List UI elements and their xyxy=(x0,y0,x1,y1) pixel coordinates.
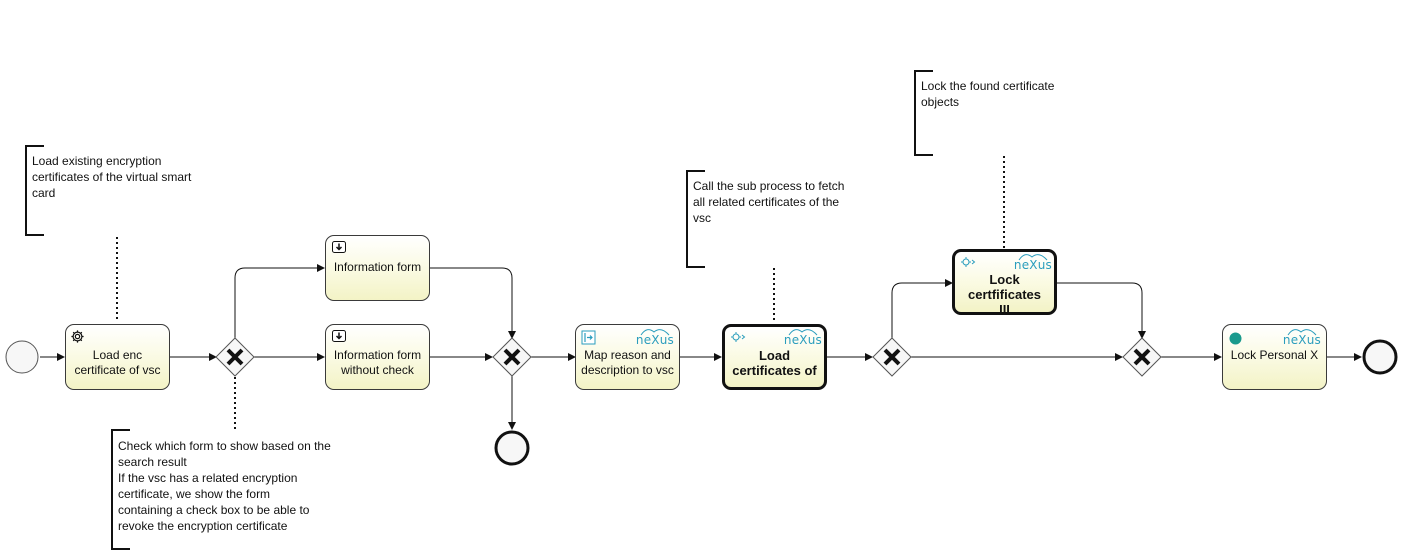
annotation-brackets xyxy=(25,70,933,550)
annotation-check-form: Check which form to show based on the se… xyxy=(118,439,331,533)
subprocess-icon xyxy=(731,332,746,342)
subprocess-lock-certificates[interactable]: neXus Lock certfificates III xyxy=(952,249,1057,315)
end-event-form[interactable] xyxy=(494,430,530,466)
nexus-label: neXus xyxy=(1013,258,1052,272)
task-label: Map reason and description to vsc xyxy=(581,348,674,377)
gateway-x-icon[interactable] xyxy=(492,337,532,377)
nexus-logo: neXus xyxy=(783,329,822,348)
task-label: Information form without check xyxy=(333,348,422,377)
subprocess-icon xyxy=(961,257,976,267)
task-label: Lock certfificates III xyxy=(968,272,1041,315)
sequence-flows xyxy=(40,264,1362,430)
task-label: Load enc certificate of vsc xyxy=(74,348,161,377)
gateway-x-icon[interactable] xyxy=(215,337,255,377)
task-information-form[interactable]: Information form xyxy=(325,235,430,301)
task-load-enc-certificate[interactable]: Load enc certificate of vsc xyxy=(65,324,170,390)
nexus-logo: neXus xyxy=(635,329,674,348)
nexus-label: neXus xyxy=(783,333,822,347)
nexus-logo: neXus xyxy=(1282,329,1321,348)
task-map-reason[interactable]: neXus Map reason and description to vsc xyxy=(575,324,680,390)
gear-icon xyxy=(71,330,84,343)
subprocess-load-certificates[interactable]: neXus Load certificates of xyxy=(722,324,827,390)
nexus-label: neXus xyxy=(1282,333,1321,347)
task-label: Information form xyxy=(333,260,422,274)
task-label: Lock Personal X xyxy=(1230,348,1319,362)
circle-event-icon xyxy=(1229,332,1242,345)
nexus-label: neXus xyxy=(635,333,674,347)
annotation-lock-found: Lock the found certificate objects xyxy=(921,79,1055,109)
annotation-load-existing: Load existing encryption certificates of… xyxy=(32,154,192,200)
nexus-logo: neXus xyxy=(1013,254,1052,273)
task-lock-personal[interactable]: neXus Lock Personal X xyxy=(1222,324,1327,390)
form-icon xyxy=(332,241,346,253)
form-icon xyxy=(332,330,346,342)
start-event[interactable] xyxy=(5,340,39,374)
task-information-form-without-check[interactable]: Information form without check xyxy=(325,324,430,390)
end-event[interactable] xyxy=(1362,339,1398,375)
script-icon xyxy=(581,330,596,345)
gateway-x-icon[interactable] xyxy=(872,337,912,377)
task-label: Load certificates of xyxy=(732,348,817,378)
gateway-x-icon[interactable] xyxy=(1122,337,1162,377)
annotation-call-sub: Call the sub process to fetch all relate… xyxy=(693,179,845,225)
associations xyxy=(116,156,1005,430)
